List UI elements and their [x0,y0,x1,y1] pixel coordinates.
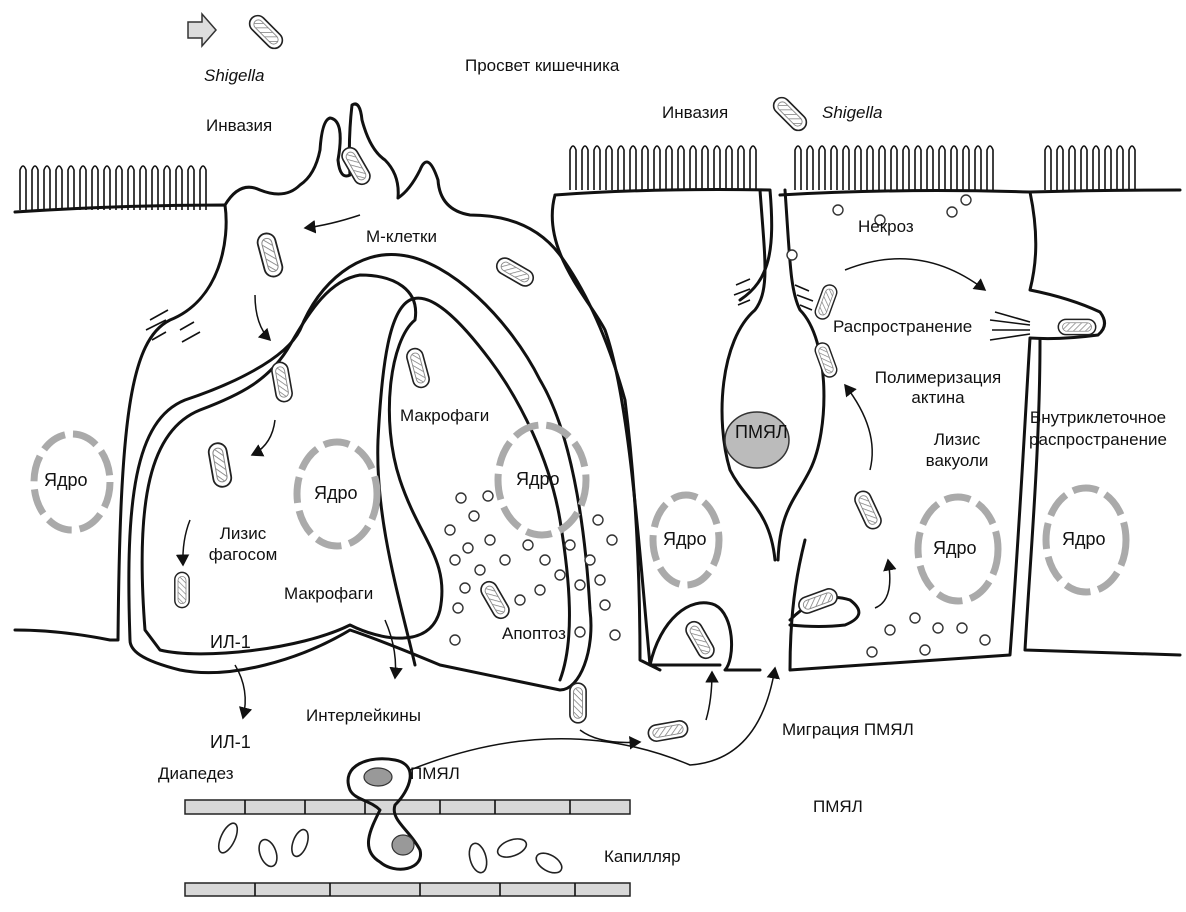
bacterium-lamina [570,683,586,723]
bacterium-macrophage [494,255,536,289]
bacterium-macrophage-2 [405,347,431,389]
label-macrophages-2: Макрофаги [284,584,373,604]
bacterium-entry [683,619,717,661]
label-diapedesis: Диапедез [158,764,234,784]
invasion-arrow-icon [188,14,216,46]
label-phagosome-lysis-line2: фагосом [198,545,288,565]
label-intracellular-spread-line2: распространение [1012,430,1184,450]
bacterium-invading [339,145,373,187]
label-necrosis: Некроз [858,217,914,237]
label-capillary: Капилляр [604,847,681,867]
label-nucleus-1: Ядро [44,470,88,492]
pmn-traversing-cell [722,190,824,560]
bacterium-transcytosis [271,361,294,403]
label-pmn-center: ПМЯЛ [735,422,788,444]
label-pmn-migration: Миграция ПМЯЛ [782,720,914,740]
bacterium-vacuole [852,489,883,532]
label-nucleus-3: Ядро [516,469,560,491]
label-invasion-left: Инвазия [206,116,272,136]
bacterium-m-cell [256,231,285,278]
bacterium-apoptosis [478,579,512,621]
pmn-nucleus-upper [364,768,392,786]
label-apoptosis: Апоптоз [502,624,566,644]
left-enterocyte-outline [15,205,226,640]
label-lumen: Просвет кишечника [465,56,619,76]
bacterium-basal [797,587,840,616]
label-pmn-capillary: ПМЯЛ [410,764,460,784]
label-m-cells: М-клетки [366,227,437,247]
pmn-nucleus-lower [392,835,414,855]
label-vacuole-lysis-line1: Лизис [912,430,1002,450]
label-nucleus-2: Ядро [314,483,358,505]
label-il1-bottom: ИЛ-1 [210,732,251,754]
bacterium-right-lumen [770,94,809,133]
central-lower-outline [650,598,859,671]
label-phagosome-lysis-line1: Лизис [198,524,288,544]
label-actin-polymerization-line1: Полимеризация [858,368,1018,388]
label-vacuole-lysis-line2: вакуоли [912,451,1002,471]
label-nucleus-5: Ядро [933,538,977,560]
label-intracellular-spread-line1: Внутриклеточное [1012,408,1184,428]
bacterium-actin-2 [813,341,839,379]
label-macrophages-1: Макрофаги [400,406,489,426]
bacterium-actin-1 [813,283,839,321]
label-shigella-right: Shigella [822,103,883,123]
bacterium-phagosome [207,442,232,488]
label-nucleus-4: Ядро [663,529,707,551]
label-invasion-right: Инвазия [662,103,728,123]
label-actin-polymerization-line2: актина [858,388,1018,408]
label-pmn-right: ПМЯЛ [813,797,863,817]
bacterium-released [175,572,189,607]
label-nucleus-6: Ядро [1062,529,1106,551]
bacterium-top [246,12,285,51]
label-spread: Распространение [833,317,972,337]
label-interleukins: Интерлейкины [306,706,421,726]
label-il1-top: ИЛ-1 [210,632,251,654]
label-shigella-top: Shigella [204,66,265,86]
bacterium-basolateral [647,720,689,743]
bacterium-protrusion [1058,319,1095,334]
capillary [185,759,630,896]
